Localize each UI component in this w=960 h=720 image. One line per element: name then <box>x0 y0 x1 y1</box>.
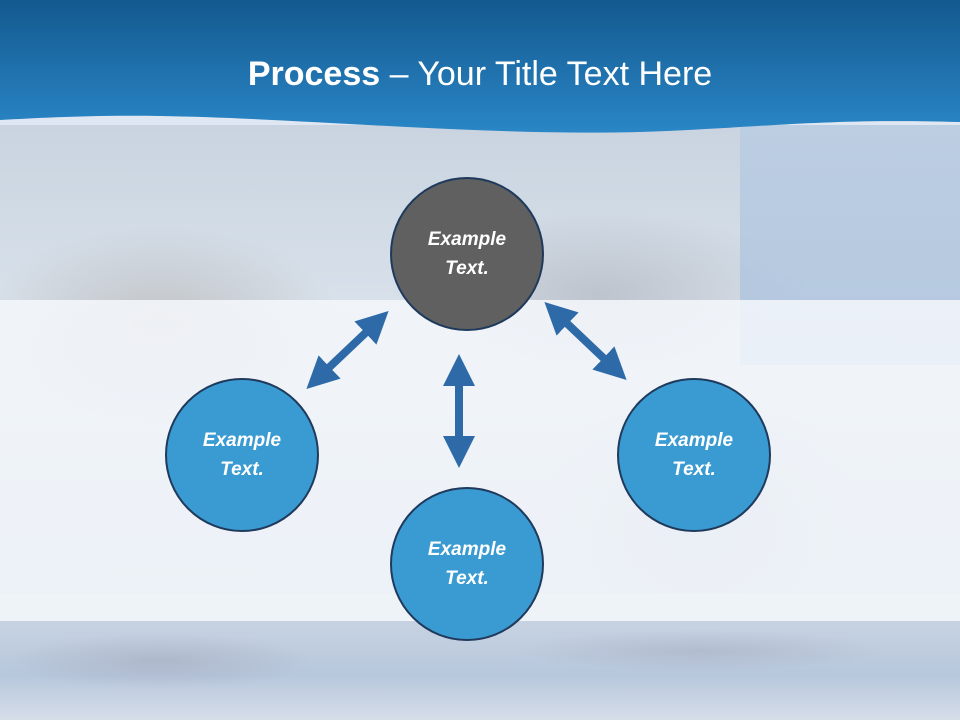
title-rest: – Your Title Text Here <box>380 55 713 93</box>
node-left: Example Text. <box>165 378 319 532</box>
title-bold: Process <box>247 55 381 93</box>
header-banner <box>0 0 960 133</box>
node-top-label: Example Text. <box>427 229 507 279</box>
arrow-top-right <box>544 301 627 381</box>
node-top: Example Text. <box>390 177 544 331</box>
arrow-top-left <box>306 310 389 390</box>
node-right: Example Text. <box>617 378 771 532</box>
node-center-label: Example Text. <box>427 539 507 589</box>
node-left-label: Example Text. <box>202 430 282 480</box>
slide-title: Process – Your Title Text Here <box>0 52 960 96</box>
node-center: Example Text. <box>390 487 544 641</box>
node-right-label: Example Text. <box>654 430 734 480</box>
